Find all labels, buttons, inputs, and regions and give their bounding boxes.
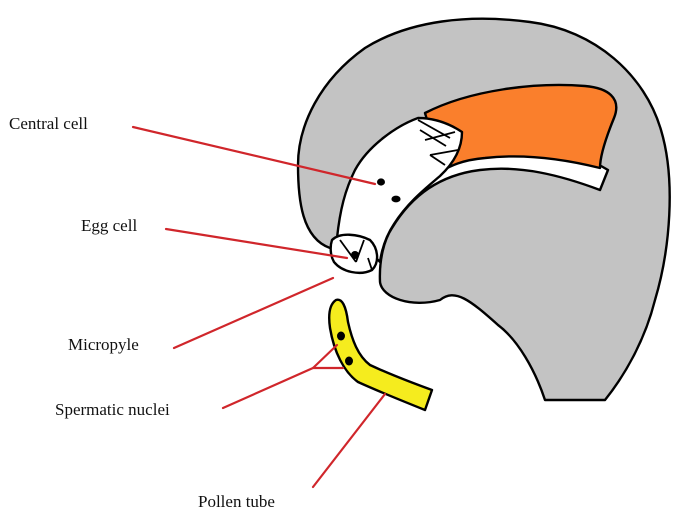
label-micropyle: Micropyle [68, 335, 139, 354]
spermatic-nucleus-1 [337, 332, 345, 341]
polar-nucleus-2 [391, 196, 400, 203]
label-spermatic-nuclei: Spermatic nuclei [55, 400, 170, 419]
label-pollen-tube: Pollen tube [198, 492, 275, 511]
leader-pollen-tube [313, 394, 385, 487]
leader-spermatic-nuclei [223, 368, 343, 408]
polar-nucleus-1 [377, 178, 385, 185]
leader-spermatic-nuclei-2 [313, 345, 337, 368]
egg-nucleus [351, 251, 359, 259]
label-central-cell: Central cell [9, 114, 88, 133]
leader-micropyle [174, 278, 333, 348]
label-egg-cell: Egg cell [81, 216, 137, 235]
spermatic-nucleus-2 [345, 357, 353, 366]
pollen-tube [329, 300, 432, 410]
